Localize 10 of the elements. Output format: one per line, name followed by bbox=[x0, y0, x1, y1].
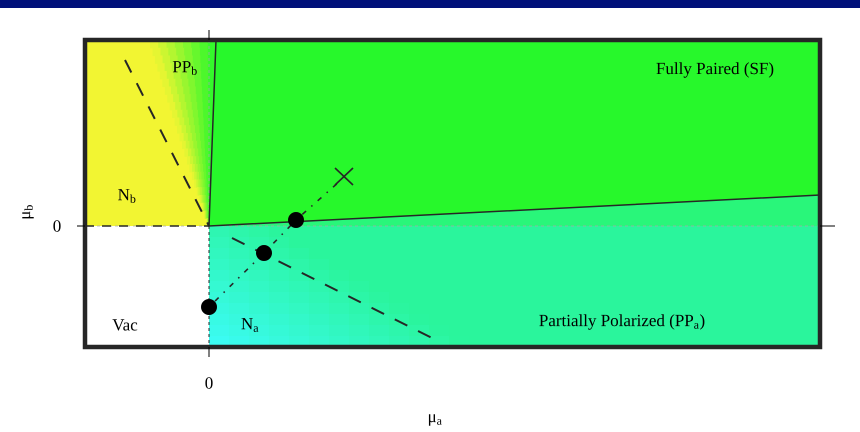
region-label: N$_{b}$ bbox=[118, 189, 136, 203]
axis-label: μ$_{b}$ bbox=[22, 205, 34, 218]
region-label: Fully Paired (SF) bbox=[656, 62, 774, 78]
tick-label: 0 bbox=[53, 220, 61, 232]
region-label: Partially Polarized (PP$_{a}$) bbox=[539, 314, 704, 330]
tick-label: 0 bbox=[205, 377, 213, 389]
region-label: Vac bbox=[112, 319, 138, 331]
region-label: PP$_{b}$ bbox=[172, 61, 197, 75]
region-label: N$_{a}$ bbox=[241, 318, 258, 332]
axis-label: μ$_{a}$ bbox=[428, 414, 442, 426]
